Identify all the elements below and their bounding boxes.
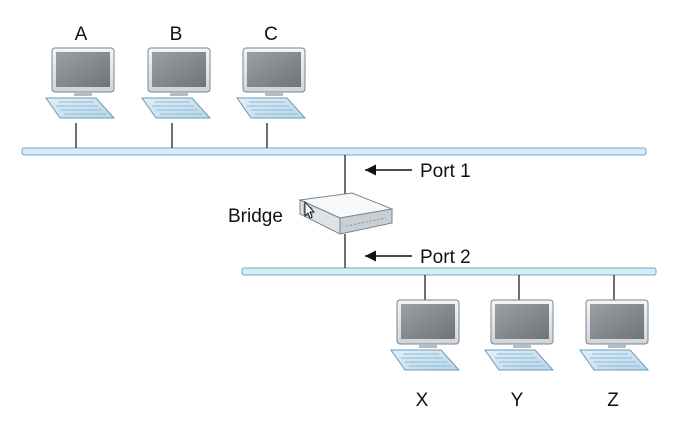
host-c-label: C <box>264 24 278 45</box>
host-a <box>45 47 116 119</box>
host-y <box>484 299 555 371</box>
network-bridge-icon <box>298 192 394 235</box>
computer-icon <box>45 47 116 119</box>
computer-icon <box>141 47 212 119</box>
computer-icon <box>236 47 307 119</box>
host-y-label: Y <box>511 390 524 411</box>
host-x <box>390 299 461 371</box>
computer-icon <box>484 299 555 371</box>
port2-label: Port 2 <box>420 247 471 268</box>
lan-segment-bottom <box>241 267 657 276</box>
host-c <box>236 47 307 119</box>
host-z <box>579 299 650 371</box>
bridge-label: Bridge <box>228 206 283 227</box>
computer-icon <box>390 299 461 371</box>
host-z-label: Z <box>607 390 619 411</box>
host-b <box>141 47 212 119</box>
computer-icon <box>579 299 650 371</box>
mouse-cursor-icon <box>304 200 316 219</box>
bridge-device <box>298 192 394 235</box>
host-x-label: X <box>416 390 429 411</box>
host-a-label: A <box>75 24 88 45</box>
port1-label: Port 1 <box>420 161 471 182</box>
lan-segment-top <box>21 147 647 156</box>
host-b-label: B <box>170 24 183 45</box>
